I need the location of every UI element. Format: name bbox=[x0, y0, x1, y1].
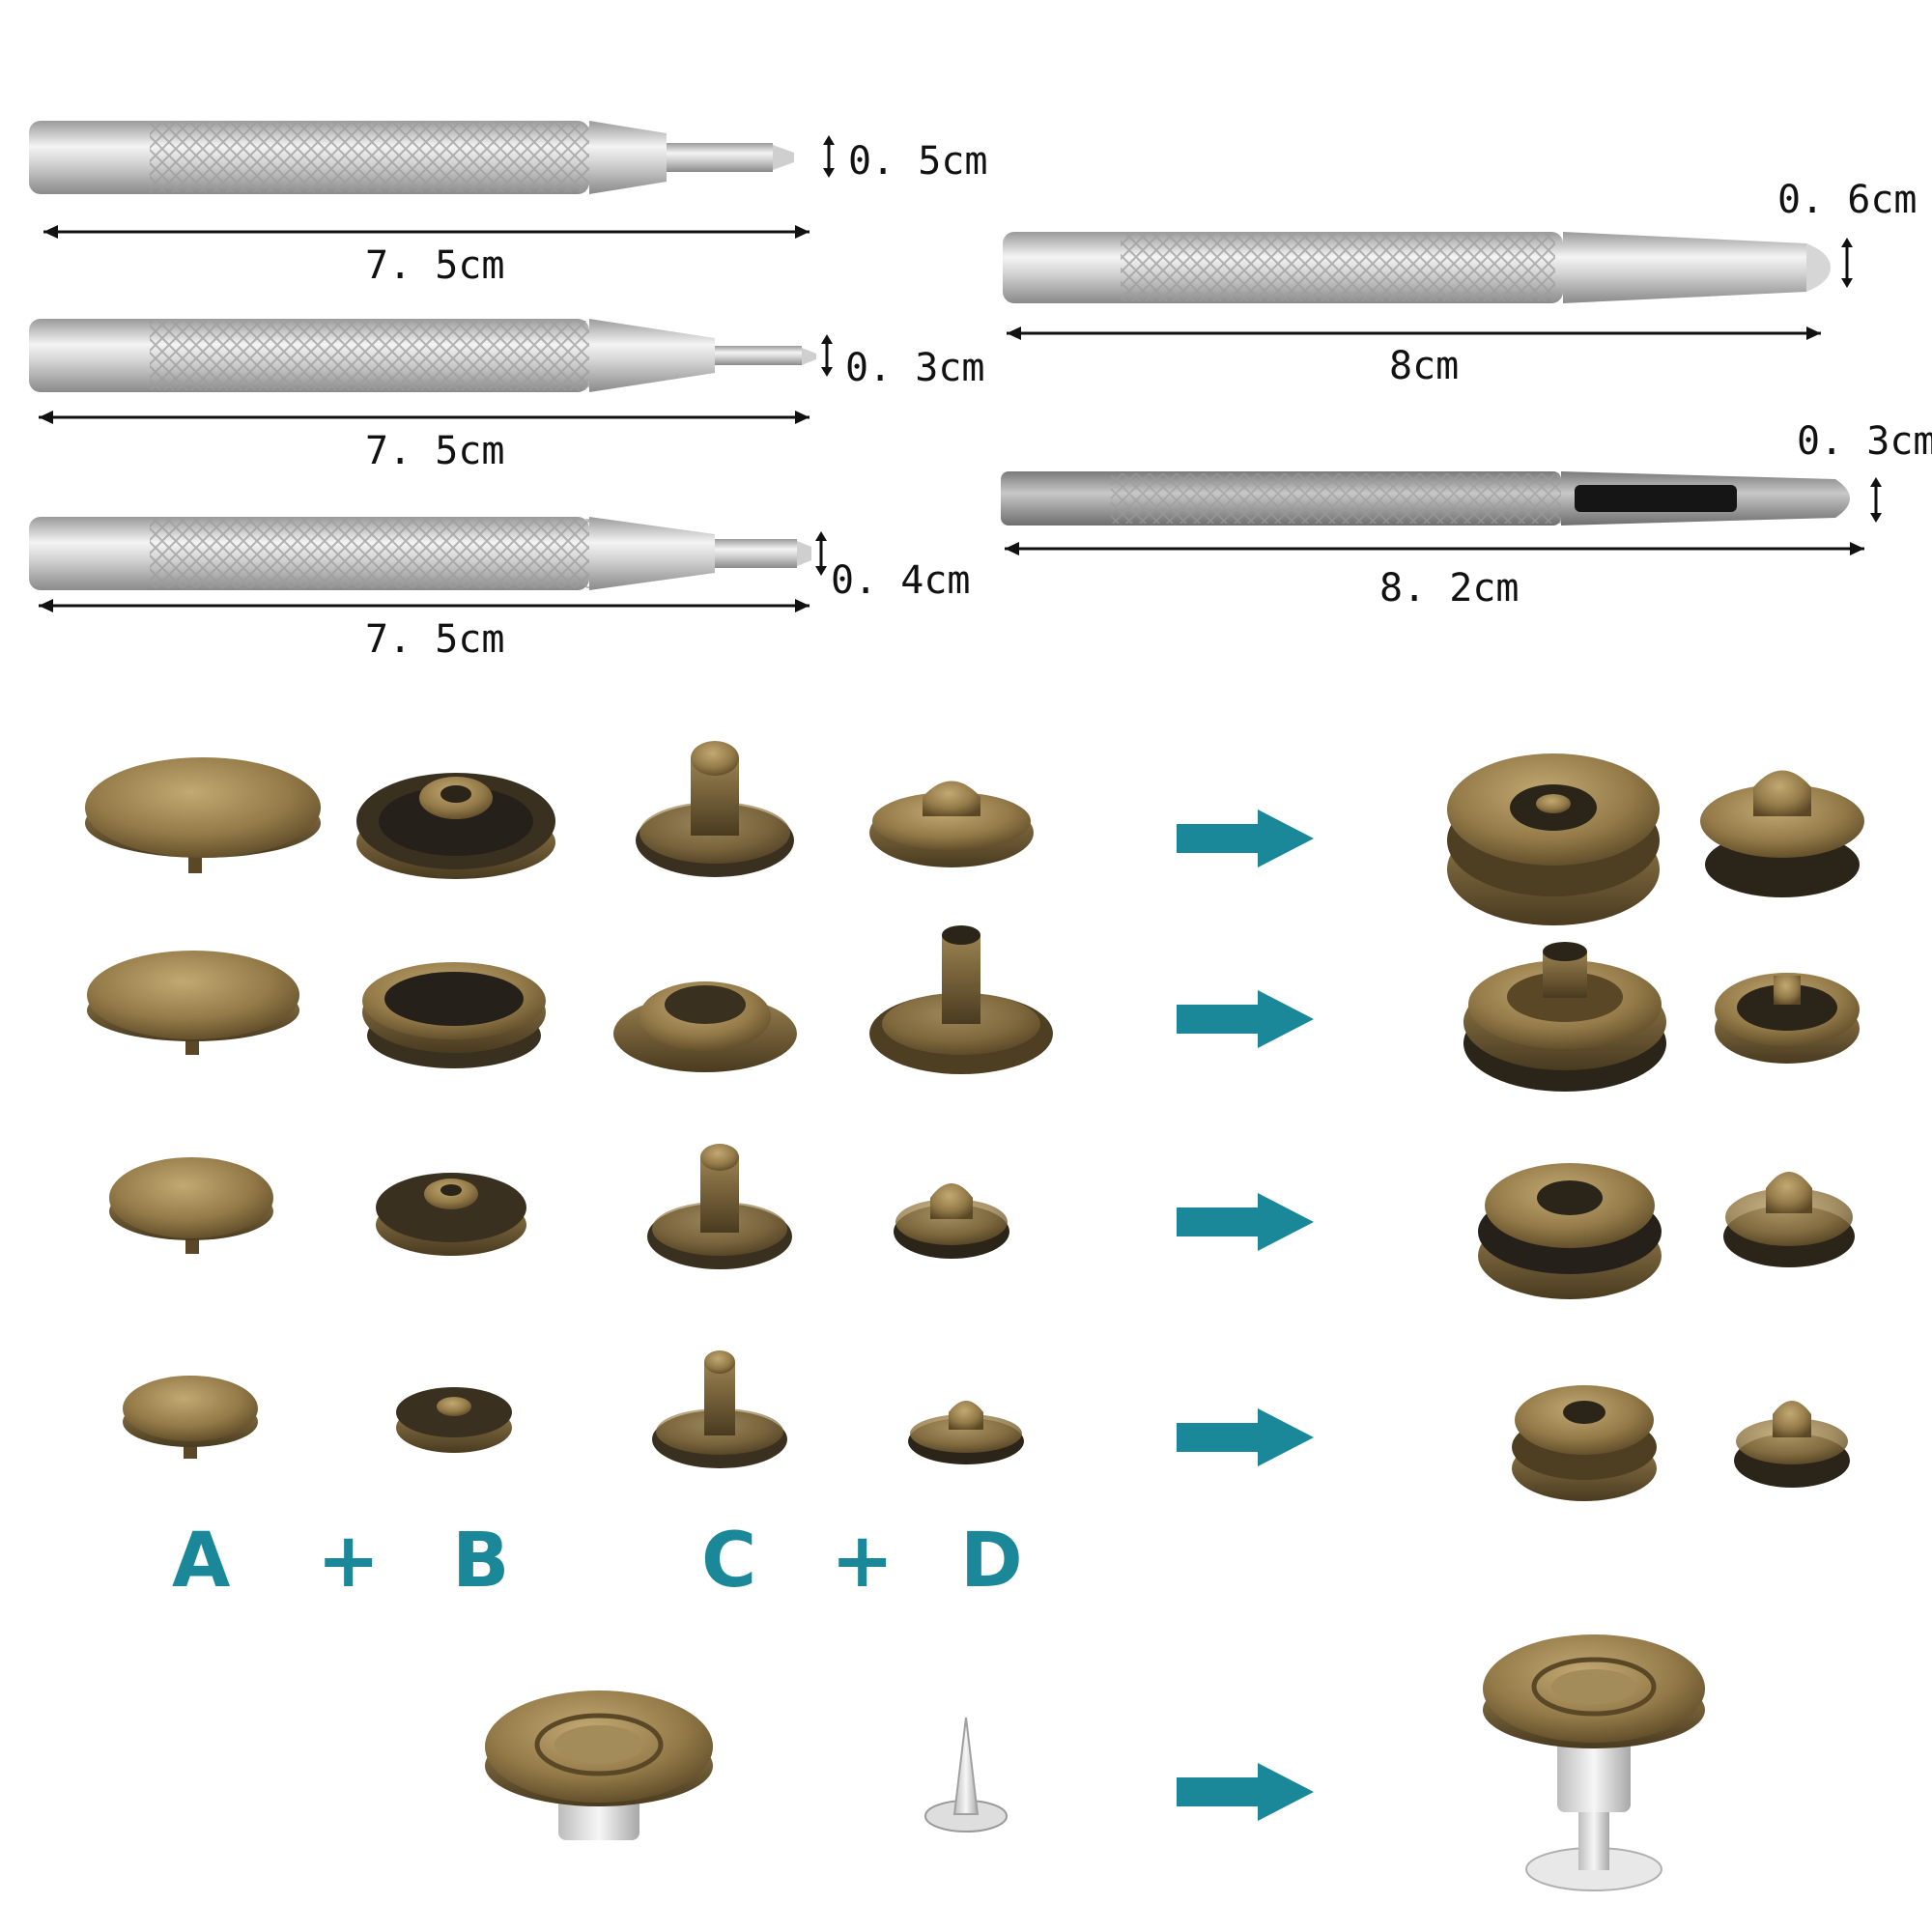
tip-dimension-arrow-2 bbox=[821, 334, 833, 377]
setter-tool-1 bbox=[29, 121, 794, 194]
assembled-snap-cd-row-2 bbox=[1715, 973, 1860, 1064]
length-label-2: 7. 5cm bbox=[365, 429, 505, 473]
assembled-snap-cd-row-1 bbox=[1700, 770, 1864, 897]
snap-socket-b-row-4 bbox=[396, 1387, 512, 1453]
hole-punch-tool bbox=[1001, 471, 1850, 526]
part-label-b: B bbox=[452, 1518, 509, 1605]
setter-tool-2 bbox=[29, 319, 816, 392]
jean-button-nail bbox=[924, 1717, 1008, 1833]
arrow-right-icon bbox=[1177, 810, 1314, 867]
part-label-d: D bbox=[960, 1518, 1023, 1605]
tip-dimension-arrow-3 bbox=[815, 531, 827, 576]
tip-label-2: 0. 3cm bbox=[845, 346, 985, 390]
snap-cap-a-row-3 bbox=[109, 1157, 273, 1254]
assembled-snap-ab-row-2 bbox=[1463, 942, 1666, 1092]
setter-tool-3 bbox=[29, 517, 811, 590]
snap-post-d-row-4 bbox=[908, 1401, 1024, 1464]
length-label-4: 8cm bbox=[1389, 344, 1459, 388]
assembled-snap-cd-row-3 bbox=[1723, 1172, 1855, 1267]
tip-dimension-arrow-1 bbox=[823, 135, 835, 178]
snap-cap-a-row-4 bbox=[123, 1376, 258, 1459]
snap-cap-a-row-2 bbox=[87, 951, 299, 1055]
length-label-1: 7. 5cm bbox=[365, 243, 505, 288]
double-arrow-icon bbox=[1177, 1763, 1314, 1821]
tip-label-5: 0. 3cm bbox=[1797, 419, 1932, 464]
snap-stud-c-row-3 bbox=[647, 1144, 792, 1269]
length-label-3: 7. 5cm bbox=[365, 617, 505, 662]
assembled-snap-ab-row-3 bbox=[1478, 1163, 1662, 1299]
length-arrow-4 bbox=[1007, 327, 1821, 340]
snap-stud-c-row-1 bbox=[636, 741, 794, 877]
snap-socket-b-row-3 bbox=[376, 1173, 526, 1256]
arrow-right-icon bbox=[1177, 990, 1314, 1048]
tip-label-4: 0. 6cm bbox=[1777, 178, 1918, 222]
snap-post-d-row-3 bbox=[894, 1183, 1009, 1259]
part-label-plus-2: + bbox=[831, 1518, 894, 1605]
part-label-plus-1: + bbox=[317, 1518, 380, 1605]
assembled-jean-button bbox=[1483, 1634, 1705, 1891]
snap-stud-c-row-4 bbox=[652, 1350, 787, 1468]
length-arrow-3 bbox=[39, 599, 810, 612]
assembled-snap-cd-row-4 bbox=[1734, 1401, 1850, 1488]
snap-post-d-row-1 bbox=[869, 781, 1034, 867]
length-label-5: 8. 2cm bbox=[1379, 566, 1520, 611]
setter-tool-4 bbox=[1003, 232, 1831, 303]
snap-post-d-row-2 bbox=[869, 925, 1053, 1074]
length-arrow-1 bbox=[43, 225, 810, 239]
tip-label-1: 0. 5cm bbox=[848, 139, 988, 184]
arrow-right-icon bbox=[1177, 1193, 1314, 1251]
snap-socket-b-row-1 bbox=[356, 773, 555, 879]
assembled-snap-ab-row-4 bbox=[1512, 1385, 1657, 1501]
snap-socket-b-row-2 bbox=[362, 962, 546, 1068]
length-arrow-2 bbox=[39, 411, 810, 424]
part-label-c: C bbox=[701, 1518, 756, 1605]
tip-label-3: 0. 4cm bbox=[831, 558, 971, 603]
tip-dimension-arrow-5 bbox=[1870, 477, 1882, 523]
snap-stud-c-row-2 bbox=[613, 981, 797, 1072]
jean-button-cap bbox=[485, 1690, 713, 1840]
part-label-a: A bbox=[172, 1518, 230, 1605]
arrow-right-icon bbox=[1177, 1408, 1314, 1466]
assembled-snap-ab-row-1 bbox=[1447, 753, 1660, 925]
length-arrow-5 bbox=[1005, 542, 1864, 555]
tip-dimension-arrow-4 bbox=[1841, 238, 1853, 288]
snap-cap-a-row-1 bbox=[85, 757, 321, 873]
